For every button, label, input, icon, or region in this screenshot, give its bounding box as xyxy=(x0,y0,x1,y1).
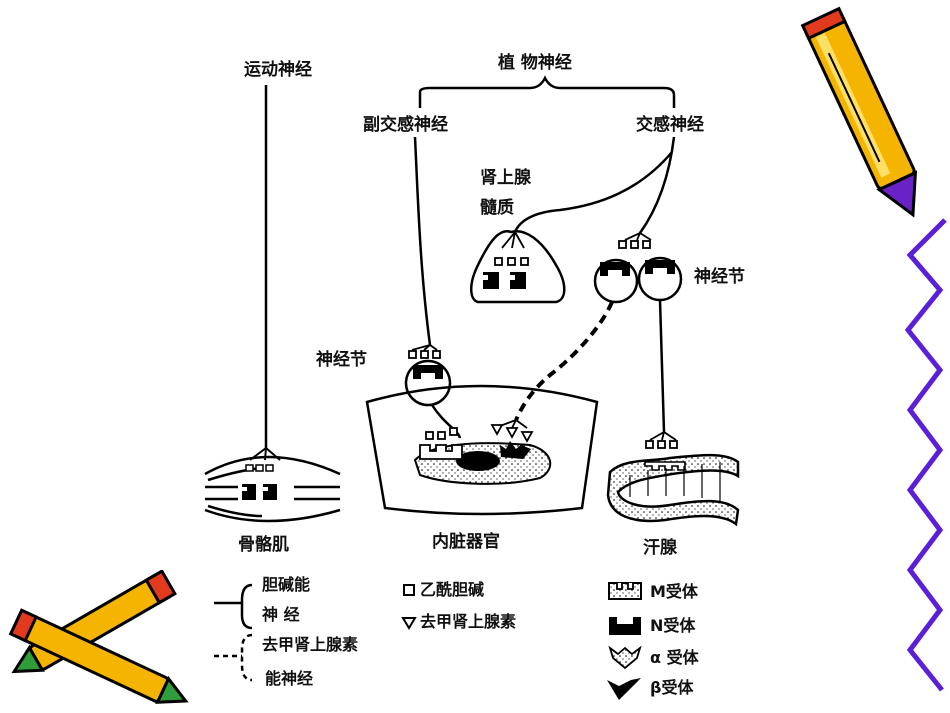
adrenal-medulla-label-1: 肾上腺 xyxy=(480,168,531,188)
sympathetic-preganglionic-line xyxy=(513,136,676,234)
noradrenergic-dashed-line xyxy=(514,301,614,421)
legend-norepinephrine-icon xyxy=(401,617,417,630)
skeletal-muscle-shape xyxy=(204,455,341,523)
parasympathetic-preganglionic-line xyxy=(413,136,432,346)
ganglion-label-left: 神经节 xyxy=(316,350,367,370)
legend-acetylcholine-icon xyxy=(403,584,415,596)
crossed-pencils-icon xyxy=(8,570,189,704)
legend-beta-receptor-icon xyxy=(607,678,641,700)
visceral-organ-label: 内脏器官 xyxy=(432,532,500,552)
adrenal-medulla-label-2: 髓质 xyxy=(480,198,514,218)
adrenal-medulla-outline xyxy=(470,230,566,304)
visceral-organ-outline xyxy=(365,384,599,516)
autonomic-nerve-label: 植 物神经 xyxy=(498,53,572,73)
parasympathetic-nerve-label: 副交感神经 xyxy=(363,115,448,135)
legend-noradrenergic-1: 去甲肾上腺素 xyxy=(262,635,359,654)
legend-m-receptor-icon xyxy=(608,582,642,600)
parasympathetic-postganglionic-line xyxy=(430,404,462,439)
legend-cholinergic-2: 神 经 xyxy=(262,605,300,624)
legend-alpha-receptor: α 受体 xyxy=(650,648,699,667)
legend-acetylcholine: 乙酰胆碱 xyxy=(420,580,485,599)
sweat-gland-label: 汗腺 xyxy=(643,538,677,558)
legend-cholinergic-bracket xyxy=(214,583,253,630)
legend-beta-receptor: β受体 xyxy=(650,678,694,697)
legend-noradrenergic-2: 能神经 xyxy=(265,669,314,688)
legend-n-receptor-icon xyxy=(609,617,641,635)
pencil-icon xyxy=(800,6,918,218)
legend-m-receptor: M受体 xyxy=(650,582,698,601)
legend-alpha-receptor-icon xyxy=(608,645,642,670)
legend-n-receptor: N受体 xyxy=(650,616,696,635)
motor-nerve-label: 运动神经 xyxy=(244,60,312,80)
sweat-gland-shape xyxy=(606,453,740,527)
skeletal-muscle-label: 骨骼肌 xyxy=(238,535,289,555)
legend-norepinephrine: 去甲肾上腺素 xyxy=(420,612,517,631)
sympathetic-nerve-label: 交感神经 xyxy=(636,115,704,135)
wavy-border-decoration xyxy=(904,218,947,692)
ganglion-label-right: 神经节 xyxy=(694,267,745,287)
n-receptor-muscle xyxy=(242,464,277,500)
sweat-gland-nerve-line xyxy=(658,299,666,433)
legend-noradrenergic-bracket xyxy=(214,633,253,682)
autonomic-brace xyxy=(418,75,676,108)
left-ganglion-transmitter xyxy=(408,350,441,359)
legend-cholinergic-1: 胆碱能 xyxy=(262,575,311,594)
